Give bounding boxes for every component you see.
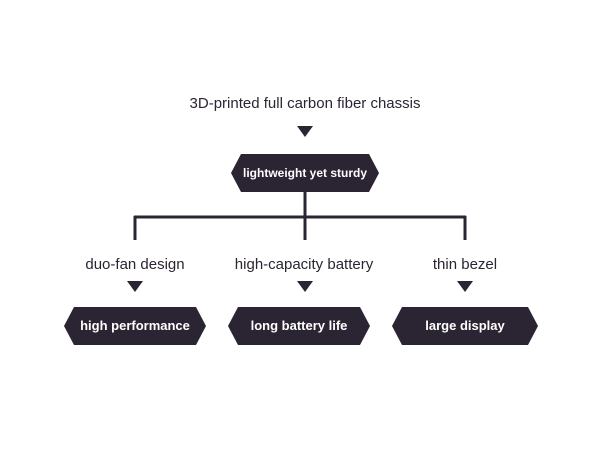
root-box-label: lightweight yet sturdy <box>242 166 368 180</box>
branch-arrow-icon-3 <box>457 281 473 292</box>
root-arrow-icon <box>297 126 313 137</box>
branch-box-shape-1 <box>64 307 206 345</box>
branch-box-shape-2 <box>228 307 370 345</box>
branch-box-shape-3 <box>392 307 538 345</box>
branch-label-1: duo-fan design <box>85 256 185 273</box>
branch-box-label-2: long battery life <box>250 318 348 333</box>
branch-arrow-icon-1 <box>127 281 143 292</box>
root-label: 3D-printed full carbon fiber chassis <box>189 95 421 112</box>
branch-arrow-icon-2 <box>297 281 313 292</box>
branch-label-3: thin bezel <box>432 256 498 273</box>
branch-box-label-1: high performance <box>80 318 190 333</box>
branch-box-label-3: large display <box>425 318 505 333</box>
root-box-shape <box>231 154 379 192</box>
branch-label-2: high-capacity battery <box>234 256 374 273</box>
